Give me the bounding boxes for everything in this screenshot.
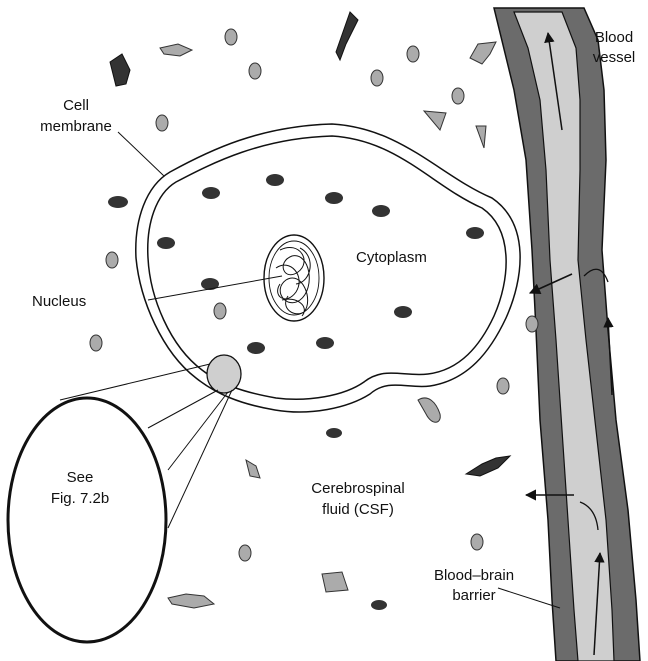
cell — [136, 124, 520, 412]
particle — [424, 111, 446, 130]
cytoplasm-label: Cytoplasm — [356, 249, 427, 266]
bbb-label-line1: Blood–brain — [434, 567, 514, 584]
see-fig-label-line1: See — [67, 469, 94, 486]
nucleus-label: Nucleus — [32, 293, 86, 310]
particle — [526, 316, 538, 332]
csf-label-line1: Cerebrospinal — [311, 480, 404, 497]
blood-vessel-label-line1: Blood — [595, 29, 633, 46]
organelle — [247, 342, 265, 354]
particle — [476, 126, 486, 148]
bbb-leader — [498, 588, 560, 608]
organelle — [394, 306, 412, 318]
particle — [214, 303, 226, 319]
particle — [471, 534, 483, 550]
cell-membrane-label-line2: membrane — [40, 118, 112, 135]
particle — [156, 115, 168, 131]
particle — [497, 378, 509, 394]
particle — [110, 54, 130, 86]
cell-membrane-label-line1: Cell — [63, 97, 89, 114]
organelle — [325, 192, 343, 204]
particle — [407, 46, 419, 62]
see-fig-label-line2: Fig. 7.2b — [51, 490, 109, 507]
particle — [322, 572, 348, 592]
particle — [239, 545, 251, 561]
organelle — [108, 196, 128, 208]
particle — [336, 12, 358, 60]
blood-vessel — [494, 8, 640, 661]
particle — [160, 44, 192, 56]
particle — [168, 594, 214, 608]
membrane-detail-spot — [207, 355, 241, 393]
particle — [90, 335, 102, 351]
organelle — [371, 600, 387, 610]
organelle — [202, 187, 220, 199]
particle — [246, 460, 260, 478]
particle — [249, 63, 261, 79]
membrane-leader — [118, 132, 164, 176]
organelle — [266, 174, 284, 186]
particle — [466, 456, 510, 476]
particle — [452, 88, 464, 104]
organelle — [326, 428, 342, 438]
cell-membrane-outer — [136, 124, 520, 412]
particle — [106, 252, 118, 268]
particle — [470, 42, 496, 64]
organelle — [372, 205, 390, 217]
organelle — [466, 227, 484, 239]
organelle — [316, 337, 334, 349]
see-fig-circle — [8, 398, 166, 642]
blood-vessel-label-line2: vessel — [593, 49, 636, 66]
csf-label-line2: fluid (CSF) — [322, 501, 394, 518]
particle — [418, 398, 440, 422]
bbb-label-line2: barrier — [452, 587, 495, 604]
particle — [225, 29, 237, 45]
organelle — [157, 237, 175, 249]
particle — [371, 70, 383, 86]
